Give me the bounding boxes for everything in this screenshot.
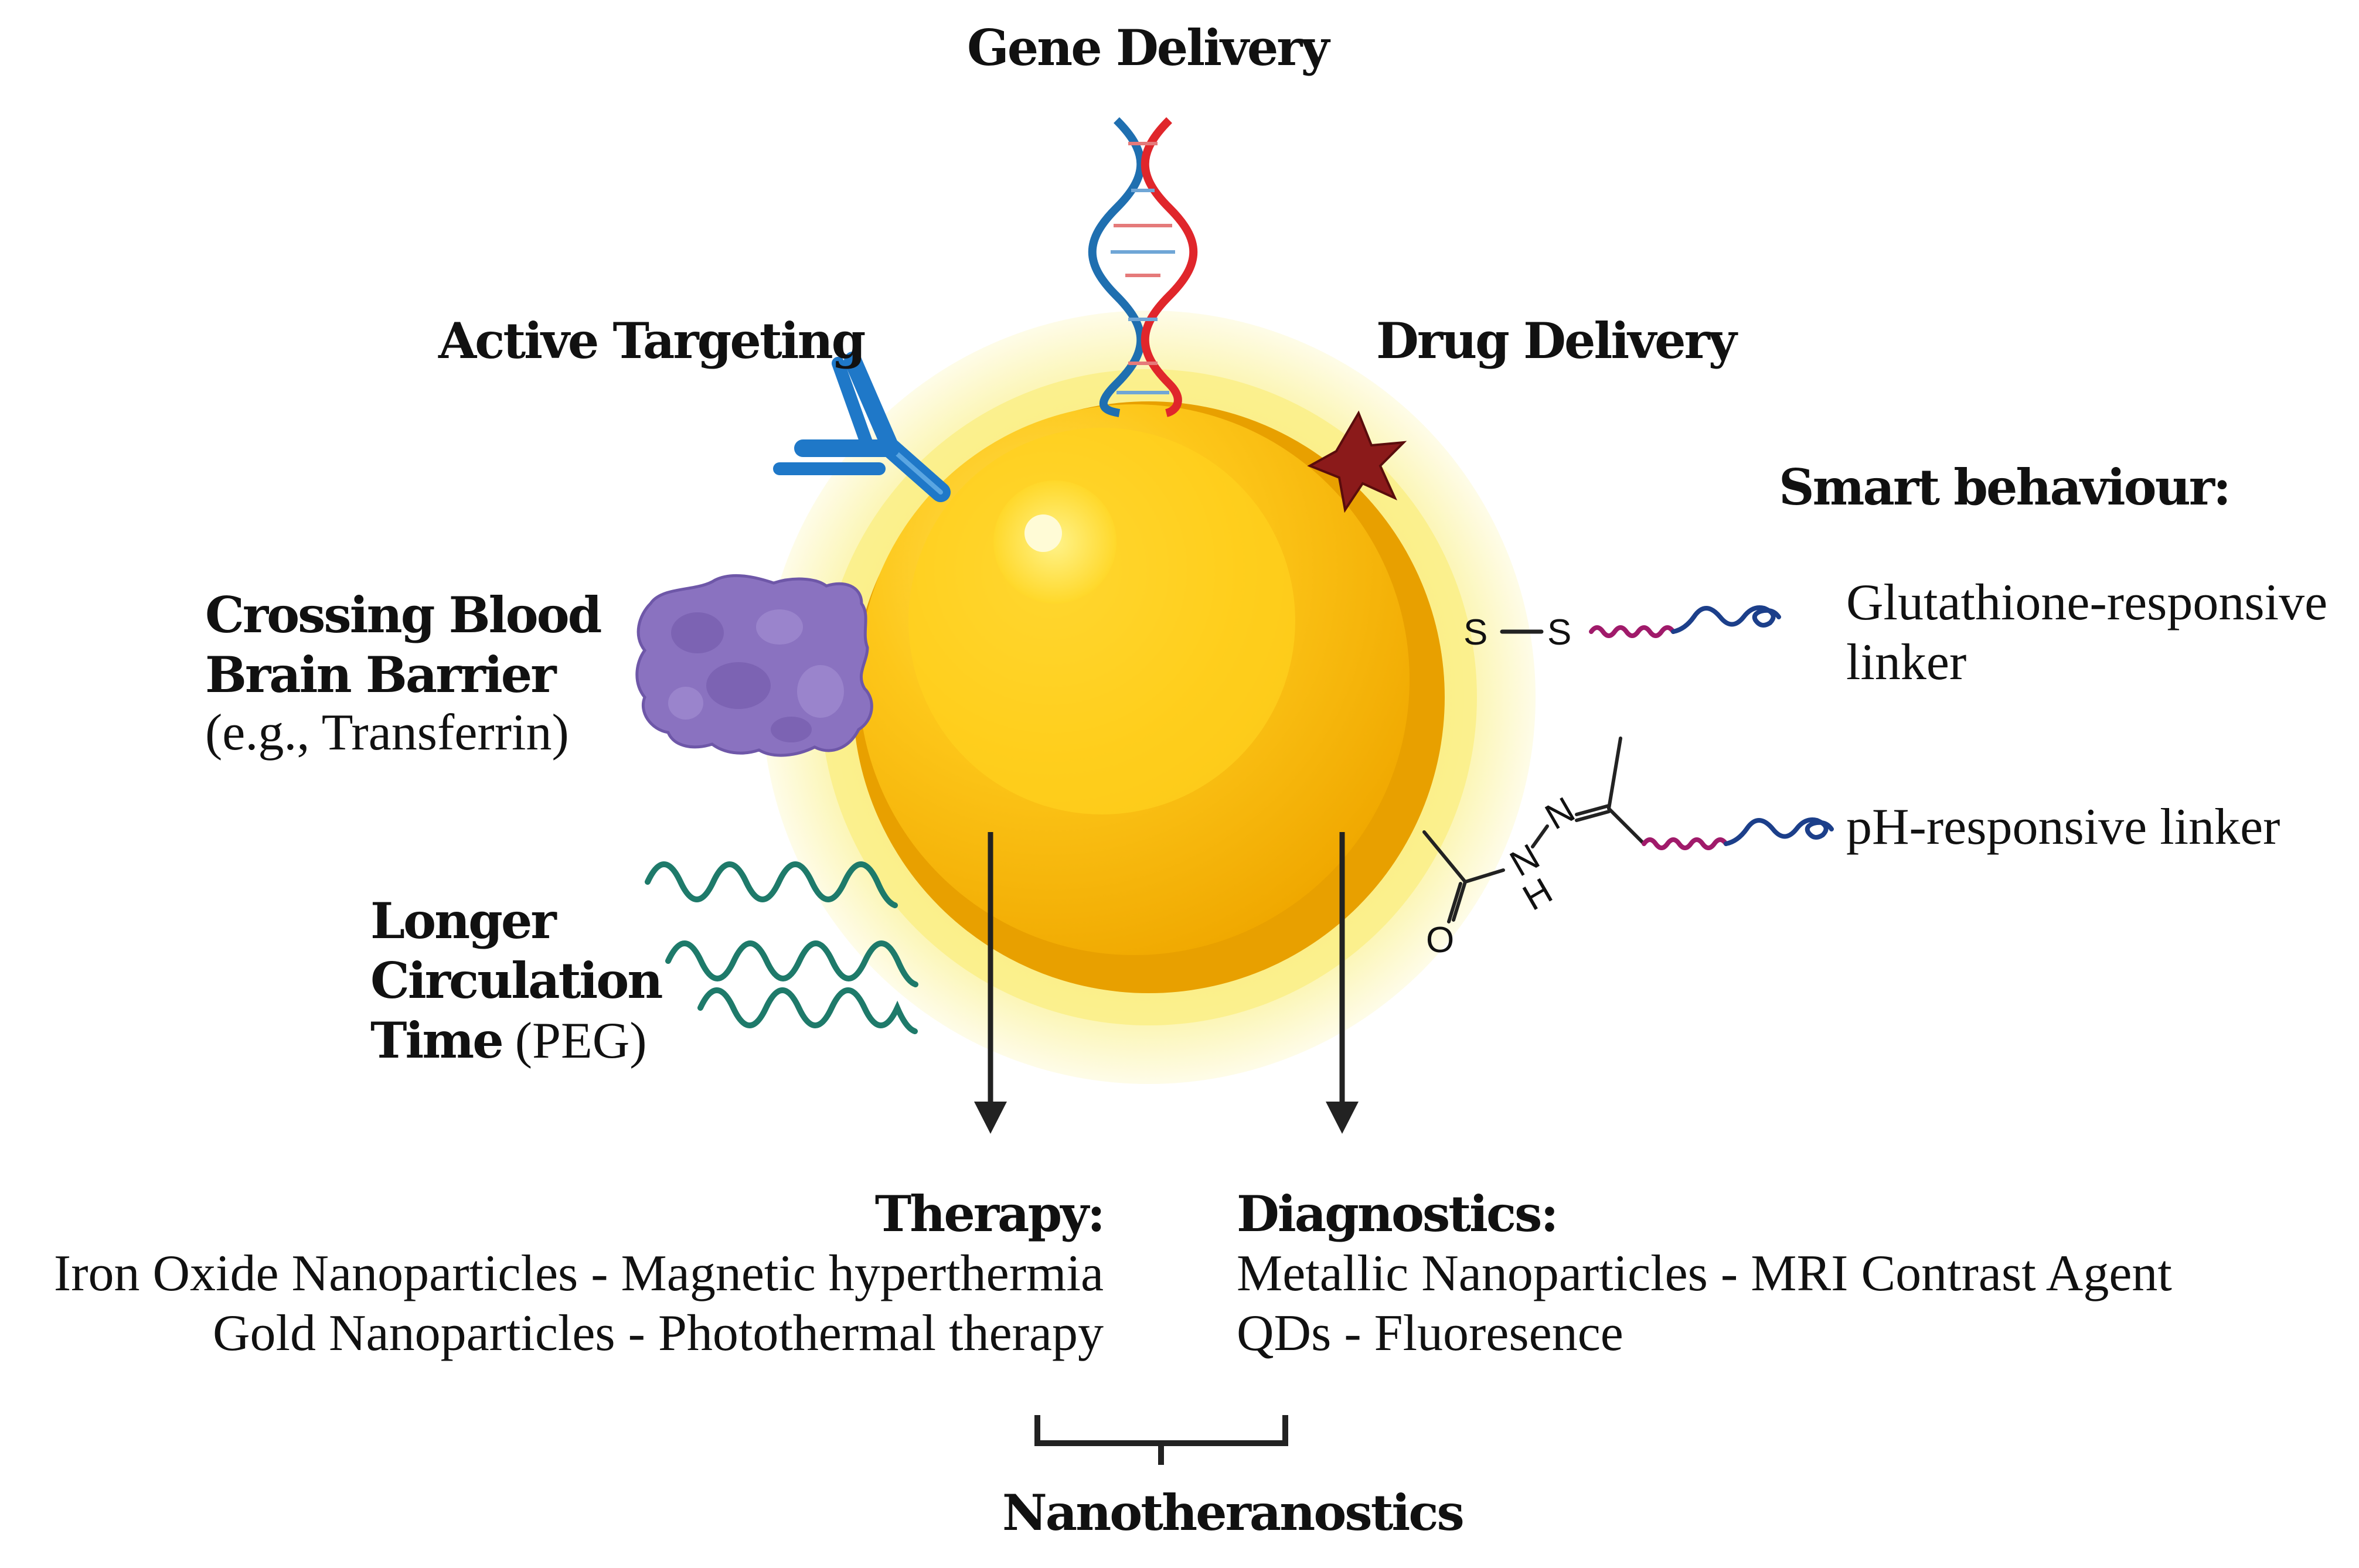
bbb-label-line1: Crossing Blood — [205, 586, 602, 644]
diagnostics-item-mri: Metallic Nanoparticles - MRI Contrast Ag… — [1237, 1245, 2172, 1302]
longer-circulation-line3: Time (PEG) — [370, 1015, 647, 1067]
longer-circulation-line2: Circulation — [370, 952, 663, 1010]
diagnostics-arrow — [1326, 832, 1359, 1134]
bbb-label-line2: Brain Barrier — [205, 646, 556, 704]
dna-helix-icon — [1088, 117, 1198, 417]
oxygen-atom: O — [1426, 920, 1454, 960]
therapy-arrow — [974, 832, 1007, 1134]
drug-molecule-icon — [1307, 410, 1407, 513]
nanoparticle-core — [853, 401, 1445, 993]
longer-circulation-line1: Longer — [370, 892, 557, 950]
nanotheranostics-label: Nanotheranostics — [1002, 1484, 1465, 1542]
ph-linker-icon — [1422, 737, 1834, 923]
glutathione-linker-icon — [1500, 605, 1781, 638]
therapy-item-iron-oxide: Iron Oxide Nanoparticles - Magnetic hype… — [53, 1245, 1104, 1302]
nanotheranostics-bracket — [1034, 1415, 1288, 1465]
peg-chains-icon — [645, 861, 918, 1034]
bbb-label-line3: (e.g., Transferrin) — [205, 704, 569, 761]
diagnostics-title: Diagnostics: — [1237, 1185, 1558, 1243]
ph-linker-label: pH-responsive linker — [1846, 799, 2280, 855]
sulfur-atom-1: S — [1463, 612, 1487, 653]
transferrin-protein-icon — [635, 574, 873, 757]
antibody-icon — [773, 352, 951, 502]
longer-circulation-peg: (PEG) — [502, 1013, 647, 1069]
therapy-item-gold: Gold Nanoparticles - Photothermal therap… — [212, 1305, 1104, 1362]
smart-behaviour-label: Smart behaviour: — [1779, 458, 2231, 516]
longer-circulation-time: Time — [370, 1011, 504, 1069]
glutathione-linker-label-line2: linker — [1846, 634, 1967, 691]
gene-delivery-label: Gene Delivery — [967, 19, 1329, 77]
drug-delivery-label: Drug Delivery — [1376, 312, 1737, 370]
active-targeting-label: Active Targeting — [438, 312, 866, 370]
glutathione-linker-label: Glutathione-responsive — [1846, 574, 2328, 631]
sulfur-atom-2: S — [1547, 612, 1571, 653]
therapy-title: Therapy: — [874, 1185, 1105, 1243]
diagnostics-item-qds: QDs - Fluoresence — [1237, 1305, 1623, 1362]
